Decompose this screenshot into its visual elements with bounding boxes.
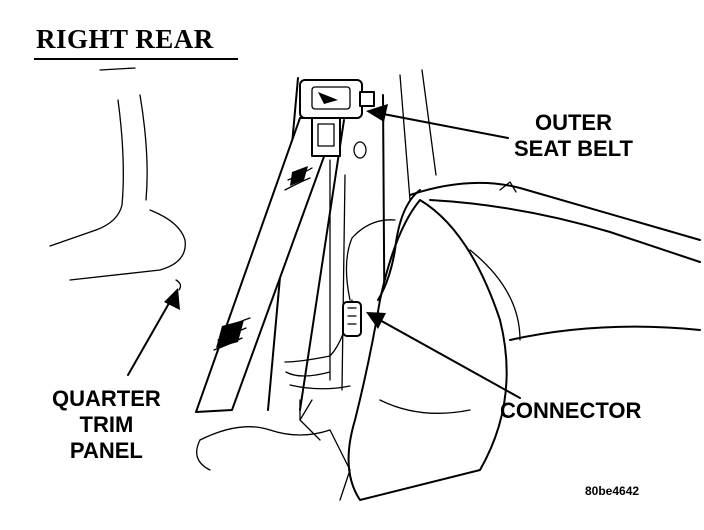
callout-arrows [127,104,521,399]
outer-seat-belt-line-2: SEAT BELT [514,136,633,161]
quarter-trim-panel-label: QUARTER TRIM PANEL [52,386,161,464]
quarter-trim-panel-line-1: QUARTER [52,386,161,411]
floor-drawing [196,399,351,501]
connector-label: CONNECTOR [500,398,642,423]
seat-belt-webbing [195,117,339,413]
outer-seat-belt-label: OUTER SEAT BELT [514,110,633,162]
wiring-harness [284,189,421,390]
outer-seat-belt-line-1: OUTER [534,110,612,135]
rear-seat-drawing [347,181,701,501]
connector-body [342,301,362,337]
quarter-trim-panel-line-2: TRIM [79,412,134,437]
figure-code: 80be4642 [585,484,640,498]
title-underline [34,58,238,60]
outer-seat-belt-anchor [299,79,375,157]
quarter-trim-panel-drawing [49,67,186,291]
quarter-trim-panel-line-3: PANEL [69,438,143,463]
diagram-title: RIGHT REAR [36,24,214,54]
